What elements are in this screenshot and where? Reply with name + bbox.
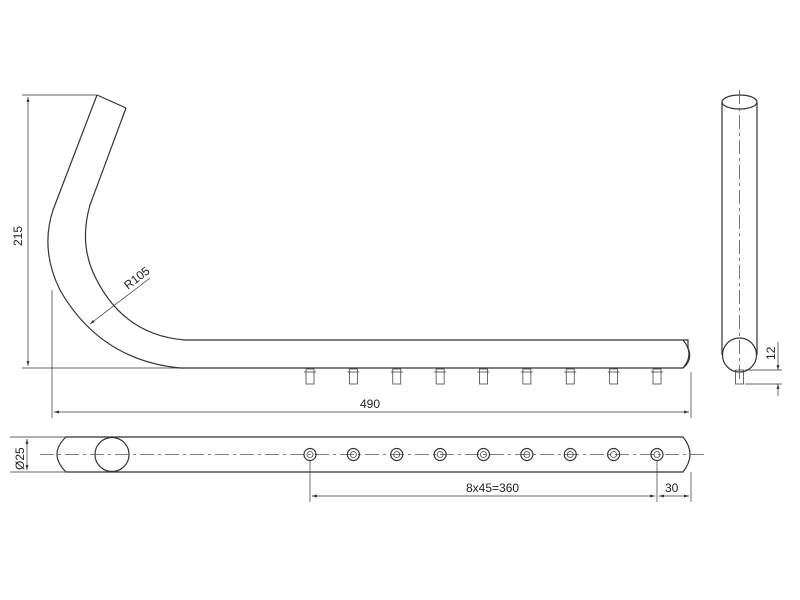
front-nozzle	[565, 368, 575, 385]
end-offset-label: 30	[665, 481, 679, 495]
height-label: 215	[11, 226, 25, 246]
top-hole-outer	[650, 447, 664, 462]
pipe-outer-contour	[47, 94, 691, 369]
front-nozzle	[609, 368, 619, 385]
side-nozzle	[735, 369, 744, 385]
front-nozzle	[392, 368, 402, 385]
top-hole-inner	[306, 451, 314, 458]
radius-leader	[89, 277, 151, 325]
top-hole-inner	[393, 451, 401, 458]
top-view: Ø25 8x45=360 30	[10, 436, 705, 502]
front-nozzle	[348, 368, 358, 385]
top-hole-inner	[480, 451, 487, 458]
top-hole-outer	[346, 447, 360, 462]
front-nozzle	[435, 368, 445, 385]
pipe-top-cut	[96, 94, 127, 109]
front-nozzles	[304, 368, 663, 385]
top-hole-outer	[390, 447, 404, 462]
front-nozzle	[652, 368, 662, 385]
top-hole-outer	[520, 447, 534, 462]
top-hole-outer	[563, 447, 577, 462]
side-pipe-body	[721, 102, 758, 355]
top-hole-outer	[607, 447, 621, 462]
top-hole-outer	[303, 447, 317, 462]
top-hole-inner	[436, 451, 444, 458]
top-hole-outer	[476, 447, 491, 462]
top-holes	[303, 447, 664, 462]
top-hole-inner	[349, 451, 357, 458]
nozzle-height-label: 12	[764, 346, 778, 360]
front-view: R105 215 490	[11, 94, 692, 418]
top-hole-outer	[433, 447, 447, 462]
front-nozzle	[479, 368, 488, 385]
front-nozzle	[305, 368, 315, 385]
front-nozzle	[522, 368, 532, 385]
pipe-end-cap	[682, 339, 690, 369]
length-label: 490	[360, 397, 380, 411]
diameter-label: Ø25	[13, 447, 27, 470]
side-view: 12	[721, 90, 782, 396]
top-hole-inner	[566, 451, 574, 458]
top-hole-inner	[523, 451, 531, 458]
top-pipe-body	[56, 436, 691, 473]
top-hole-inner	[653, 451, 661, 458]
top-hole-inner	[610, 451, 618, 458]
spacing-label: 8x45=360	[466, 481, 519, 495]
